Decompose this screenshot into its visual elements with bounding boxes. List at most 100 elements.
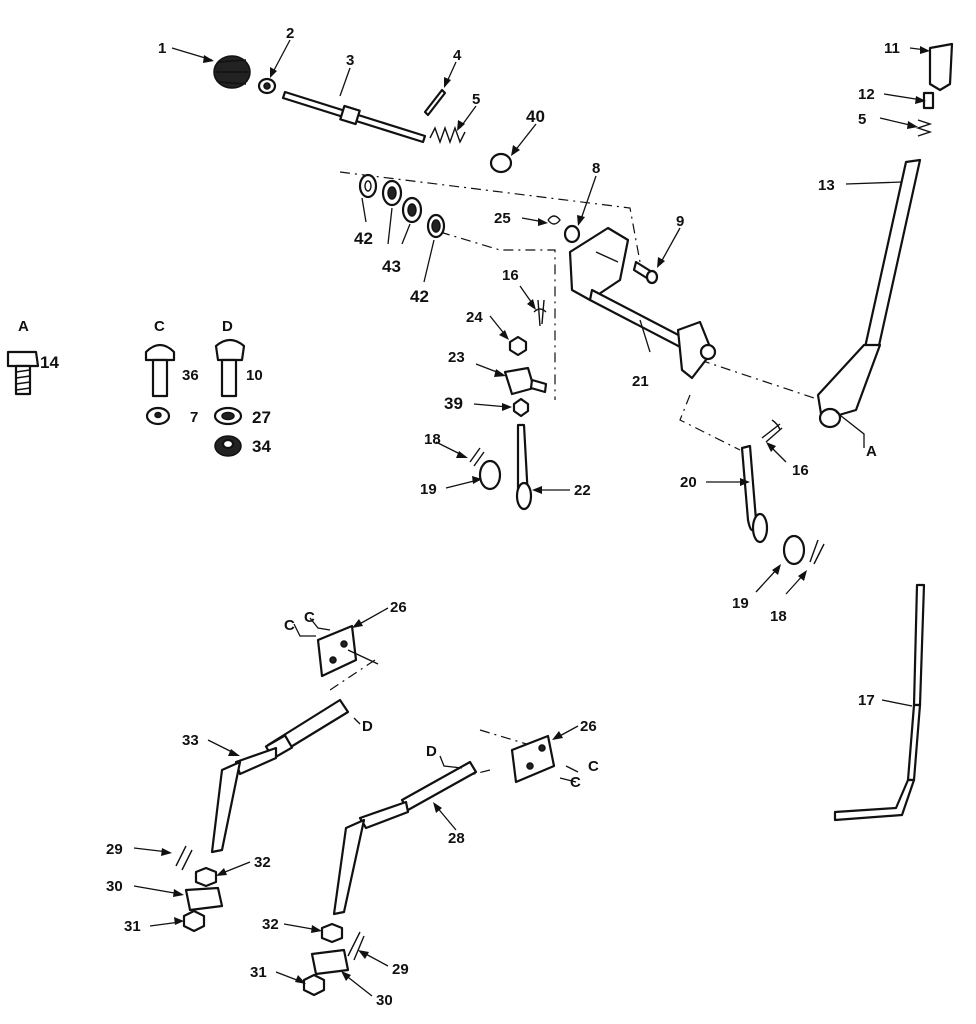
pin-29-right xyxy=(347,931,365,961)
rod-22 xyxy=(515,423,533,511)
label-d-right: D xyxy=(426,743,437,760)
label-32-left: 32 xyxy=(254,854,271,871)
washer-42-left xyxy=(358,173,378,199)
label-4: 4 xyxy=(453,47,462,64)
nut-7 xyxy=(145,406,171,426)
label-24: 24 xyxy=(466,309,483,326)
bolt-36 xyxy=(144,343,176,398)
ferrule-23 xyxy=(503,366,548,396)
label-c-right-2: C xyxy=(570,774,581,791)
nut-31-left xyxy=(182,909,206,933)
label-c-left-1: C xyxy=(284,617,295,634)
washer-42-right xyxy=(426,213,446,239)
grip-11 xyxy=(928,42,954,92)
hairpin-16-left xyxy=(533,299,547,327)
label-31-left: 31 xyxy=(124,918,141,935)
label-33: 33 xyxy=(182,732,199,749)
label-18-right: 18 xyxy=(770,608,787,625)
bracket-26-left xyxy=(316,624,379,678)
label-7: 7 xyxy=(190,409,198,426)
spring-5 xyxy=(429,125,466,145)
label-36: 36 xyxy=(182,367,199,384)
hairpin-16-right xyxy=(761,419,783,443)
label-5-left: 5 xyxy=(472,91,480,108)
label-21: 21 xyxy=(632,373,649,390)
pin-9 xyxy=(632,260,659,285)
label-26-left: 26 xyxy=(390,599,407,616)
label-8: 8 xyxy=(592,160,600,177)
label-a-lever: A xyxy=(866,443,877,460)
label-28: 28 xyxy=(448,830,465,847)
label-18-left: 18 xyxy=(424,431,441,448)
bracket-26-right xyxy=(510,734,556,784)
label-20: 20 xyxy=(680,474,697,491)
ferrule-32-right xyxy=(320,922,344,944)
label-d-left: D xyxy=(362,718,373,735)
label-14: 14 xyxy=(40,353,59,372)
label-9: 9 xyxy=(676,213,684,230)
washer-27 xyxy=(213,406,243,426)
washer-19-right xyxy=(782,534,806,566)
assembly-centerlines xyxy=(329,171,821,776)
pin-18-left xyxy=(469,447,485,467)
label-29-right: 29 xyxy=(392,961,409,978)
nut-39 xyxy=(512,397,530,418)
ferrule-32-left xyxy=(194,866,218,888)
label-23: 23 xyxy=(448,349,465,366)
nut-24 xyxy=(508,335,528,357)
label-31-right: 31 xyxy=(250,964,267,981)
nut-31-right xyxy=(302,973,326,997)
trunnion-30-left xyxy=(184,886,224,912)
label-16-left: 16 xyxy=(502,267,519,284)
pin-29-left xyxy=(175,845,193,871)
spring-5-right xyxy=(915,119,933,137)
label-34: 34 xyxy=(252,437,271,456)
label-25: 25 xyxy=(494,210,511,227)
label-c-bolt: C xyxy=(154,318,165,335)
washer-43-a xyxy=(381,179,403,207)
rod-33 xyxy=(210,698,350,854)
bolt-14 xyxy=(6,350,40,396)
label-39: 39 xyxy=(444,394,463,413)
label-a-bolt: A xyxy=(18,318,29,335)
lever-13 xyxy=(816,158,922,429)
nut-34 xyxy=(214,435,242,457)
label-42-right: 42 xyxy=(410,287,429,306)
part-labels: 1 2 3 4 5 40 8 9 25 42 43 42 16 24 23 39… xyxy=(18,25,900,1009)
washer-8 xyxy=(563,224,581,244)
pin-18-right xyxy=(809,539,825,565)
bolt-10 xyxy=(214,338,246,398)
knob-1 xyxy=(213,55,251,89)
spacer-12 xyxy=(922,91,935,110)
label-1: 1 xyxy=(158,40,166,57)
label-30-right: 30 xyxy=(376,992,393,1009)
label-42-left: 42 xyxy=(354,229,373,248)
shaft-3 xyxy=(281,90,427,144)
label-26-right: 26 xyxy=(580,718,597,735)
bracket-21 xyxy=(568,226,717,380)
label-16-right: 16 xyxy=(792,462,809,479)
leader-lines xyxy=(133,39,930,997)
label-d-bolt: D xyxy=(222,318,233,335)
rod-17 xyxy=(833,583,926,822)
label-19-right: 19 xyxy=(732,595,749,612)
label-43: 43 xyxy=(382,257,401,276)
nut-2 xyxy=(257,77,277,95)
label-10: 10 xyxy=(246,367,263,384)
label-11: 11 xyxy=(884,40,900,57)
label-12: 12 xyxy=(858,86,875,103)
washer-43-b xyxy=(401,196,423,224)
rod-28 xyxy=(332,760,478,916)
label-19-left: 19 xyxy=(420,481,437,498)
label-2: 2 xyxy=(286,25,294,42)
washer-19-left xyxy=(478,459,502,491)
label-30-left: 30 xyxy=(106,878,123,895)
rod-20 xyxy=(740,444,769,544)
label-5-right: 5 xyxy=(858,111,866,128)
label-32-right: 32 xyxy=(262,916,279,933)
label-13: 13 xyxy=(818,177,835,194)
label-29-left: 29 xyxy=(106,841,123,858)
label-17: 17 xyxy=(858,692,875,709)
label-27: 27 xyxy=(252,408,271,427)
